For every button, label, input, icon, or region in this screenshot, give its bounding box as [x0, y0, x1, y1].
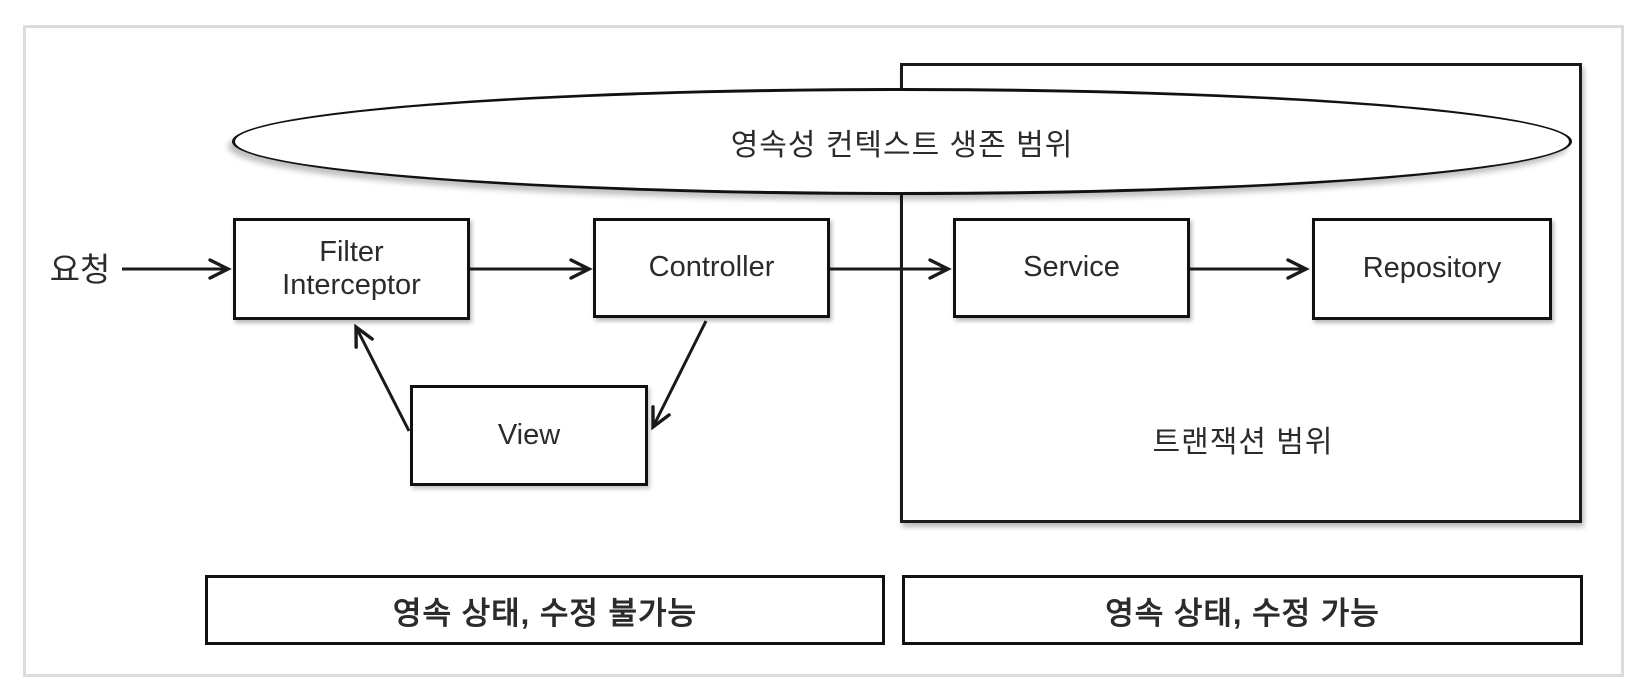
node-view: View — [410, 385, 648, 486]
node-repository: Repository — [1312, 218, 1552, 320]
node-view-label: View — [497, 418, 561, 451]
node-repository-label: Repository — [1362, 252, 1502, 285]
node-controller-label: Controller — [648, 251, 775, 284]
transaction-scope-label: 트랜잭션 범위 — [1152, 426, 1334, 459]
legend-left-label: 영속 상태, 수정 불가능 — [392, 595, 698, 631]
legend-left-box: 영속 상태, 수정 불가능 — [205, 575, 885, 645]
persistence-context-label: 영속성 컨텍스트 생존 범위 — [730, 128, 1074, 162]
node-filter-interceptor: Filter Interceptor — [233, 218, 470, 320]
node-filter-interceptor-line1: Filter — [319, 235, 384, 268]
legend-right-label: 영속 상태, 수정 가능 — [1105, 595, 1380, 631]
persistence-context-ellipse: 영속성 컨텍스트 생존 범위 — [232, 88, 1572, 195]
request-label: 요청 — [49, 251, 111, 288]
legend-right-box: 영속 상태, 수정 가능 — [902, 575, 1583, 645]
node-filter-interceptor-line2: Interceptor — [282, 269, 421, 301]
node-controller: Controller — [593, 218, 830, 318]
node-service-label: Service — [1023, 251, 1120, 284]
node-service: Service — [953, 218, 1190, 318]
